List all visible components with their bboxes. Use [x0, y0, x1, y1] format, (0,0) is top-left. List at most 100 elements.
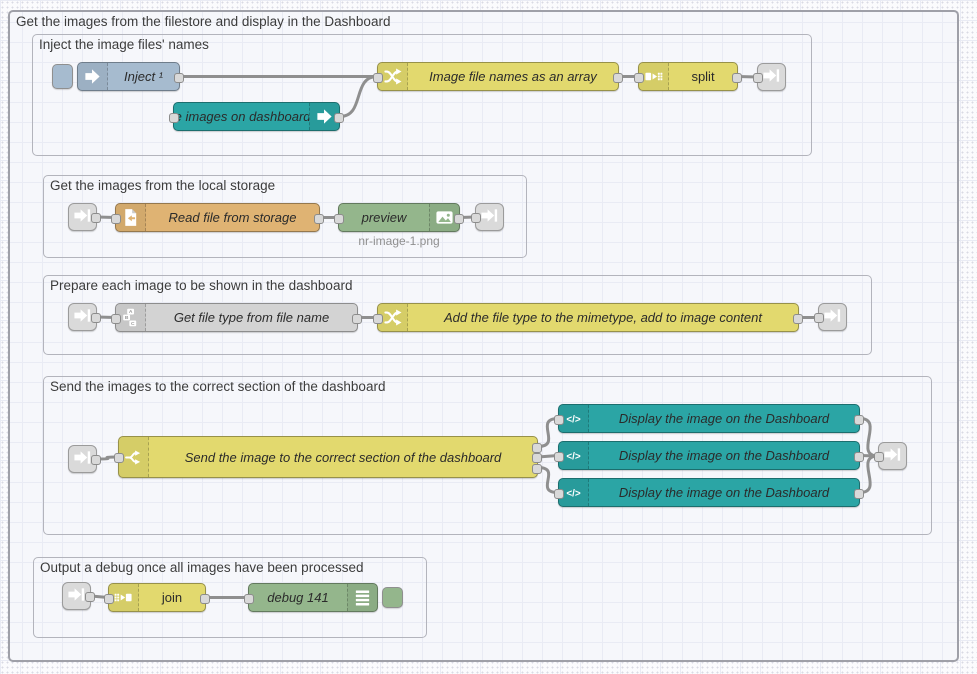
switch-icon: [119, 437, 149, 477]
code-icon: </>: [559, 479, 589, 506]
node-display-image-template-1-label: Display the image on the Dashboard: [618, 411, 830, 426]
node-display-image-template-3[interactable]: </> Display the image on the Dashboard: [554, 478, 864, 507]
node-join[interactable]: join: [104, 583, 210, 612]
node-image-file-names-function-label: Image file names as an array: [429, 69, 597, 84]
input-port[interactable]: [634, 72, 644, 83]
node-split-label: split: [691, 69, 715, 84]
node-link-in-5[interactable]: [62, 582, 95, 610]
input-port[interactable]: [554, 451, 564, 462]
node-link-in-3[interactable]: [68, 303, 101, 331]
svg-text:</>: </>: [566, 451, 581, 462]
debug-toggle-button[interactable]: [382, 587, 403, 608]
outer-group[interactable]: Get the images from the filestore and di…: [8, 10, 959, 662]
node-inject[interactable]: Inject ¹: [52, 62, 184, 91]
input-port[interactable]: [554, 414, 564, 425]
output-port[interactable]: [200, 593, 210, 604]
output-port[interactable]: [732, 72, 742, 83]
node-debug-141-label: debug 141: [267, 590, 329, 605]
function-icon: [378, 304, 408, 331]
node-link-out-2[interactable]: [471, 203, 504, 231]
input-port[interactable]: [554, 488, 564, 499]
inject-button[interactable]: [52, 64, 73, 89]
node-link-in-2[interactable]: [68, 203, 101, 231]
input-port[interactable]: [814, 313, 824, 323]
input-port[interactable]: [114, 453, 124, 463]
node-link-out-3[interactable]: [814, 303, 847, 331]
node-preview-label: preview: [361, 210, 407, 225]
svg-text:B: B: [125, 315, 129, 321]
node-update-images-on-dashboard-open[interactable]: Update images on dashboard open: [169, 102, 344, 131]
node-inject-label: Inject ¹: [123, 69, 163, 84]
debug-icon: [347, 584, 377, 611]
output-port[interactable]: [613, 72, 623, 83]
node-send-image-switch-label: Send the image to the correct section of…: [184, 449, 502, 465]
link-icon: [73, 448, 92, 470]
output-port[interactable]: [174, 72, 184, 83]
node-display-image-template-1[interactable]: </>Display the image on the Dashboard: [554, 404, 864, 433]
wire[interactable]: [95, 455, 120, 461]
input-port[interactable]: [111, 313, 121, 324]
input-port[interactable]: [334, 213, 344, 224]
node-display-image-template-3-label: Display the image on the Dashboard: [618, 485, 830, 500]
join-icon: [109, 584, 139, 611]
input-port[interactable]: [753, 73, 763, 83]
link-icon: [823, 306, 842, 328]
output-port[interactable]: [854, 488, 864, 499]
node-get-file-type-change-label: Get file type from file name: [173, 310, 330, 325]
wire[interactable]: [858, 454, 880, 494]
svg-text:A: A: [129, 309, 133, 315]
input-port[interactable]: [104, 593, 114, 604]
link-icon: [73, 206, 92, 228]
link-icon: [480, 206, 499, 228]
wire[interactable]: [338, 75, 379, 118]
output-port[interactable]: [85, 592, 95, 602]
output-port[interactable]: [454, 213, 464, 224]
node-link-in-4[interactable]: [68, 445, 101, 473]
code-icon: </>: [559, 442, 589, 469]
input-port[interactable]: [874, 452, 884, 462]
node-debug-141[interactable]: debug 141: [244, 583, 403, 612]
output-port[interactable]: [532, 463, 542, 474]
node-read-file-from-storage[interactable]: Read file from storage: [111, 203, 324, 232]
input-port[interactable]: [169, 112, 179, 123]
node-display-image-template-2-label: Display the image on the Dashboard: [618, 448, 830, 463]
node-split[interactable]: split: [634, 62, 742, 91]
link-icon: [762, 66, 781, 88]
input-port[interactable]: [111, 213, 121, 224]
input-port[interactable]: [471, 213, 481, 223]
wire[interactable]: [536, 466, 560, 494]
output-port[interactable]: [334, 112, 344, 123]
node-send-image-switch[interactable]: Send the image to the correct section of…: [114, 436, 542, 478]
node-add-file-type-function[interactable]: Add the file type to the mimetype, add t…: [373, 303, 803, 332]
output-port[interactable]: [314, 213, 324, 224]
output-port[interactable]: [352, 313, 362, 324]
node-join-label: join: [161, 590, 183, 605]
output-port[interactable]: [91, 213, 101, 223]
input-port[interactable]: [373, 72, 383, 83]
output-port[interactable]: [91, 455, 101, 465]
output-port[interactable]: [854, 414, 864, 425]
output-port[interactable]: [91, 313, 101, 323]
link-icon: [883, 445, 902, 467]
split-icon: [639, 63, 669, 90]
node-status-preview: nr-image-1.png: [358, 234, 440, 248]
output-port[interactable]: [793, 313, 803, 324]
node-preview[interactable]: preview: [334, 203, 464, 232]
output-port[interactable]: [532, 453, 542, 463]
node-link-out-1[interactable]: [753, 63, 786, 91]
node-link-out-4[interactable]: [874, 442, 907, 470]
arrow-in-icon: [78, 63, 108, 90]
link-icon: [67, 585, 86, 607]
node-display-image-template-2[interactable]: </> Display the image on the Dashboard: [554, 441, 864, 470]
node-read-file-from-storage-label: Read file from storage: [168, 210, 297, 225]
output-port[interactable]: [532, 442, 542, 453]
wire[interactable]: [536, 417, 560, 448]
node-image-file-names-function[interactable]: Image file names as an array: [373, 62, 623, 91]
input-port[interactable]: [244, 593, 254, 604]
output-port[interactable]: [854, 451, 864, 462]
svg-text:</>: </>: [566, 488, 581, 499]
input-port[interactable]: [373, 313, 383, 324]
